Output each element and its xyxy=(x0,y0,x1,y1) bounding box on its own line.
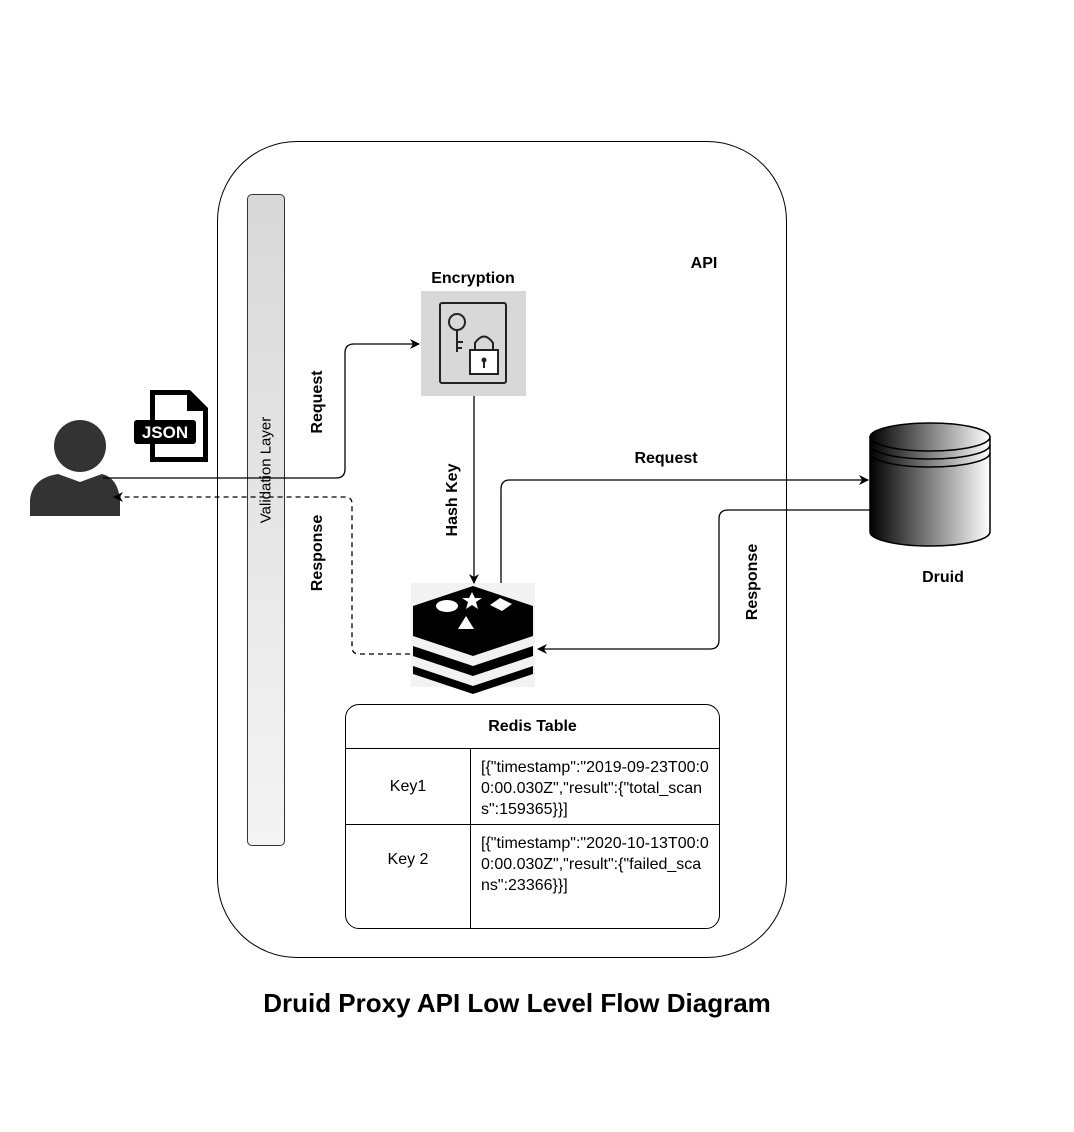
redis-table: Redis Table Key1 [{"timestamp":"2019-09-… xyxy=(345,704,720,929)
druid-response-edge xyxy=(537,509,870,654)
table-key-cell: Key 2 xyxy=(346,825,471,928)
validation-layer xyxy=(247,194,285,846)
druid-label: Druid xyxy=(922,569,964,586)
druid-response-label: Response xyxy=(744,544,761,621)
client-response-edge xyxy=(113,492,410,655)
client-request-edge xyxy=(103,339,420,479)
diagram-title: Druid Proxy API Low Level Flow Diagram xyxy=(263,988,771,1018)
client-response-label: Response xyxy=(309,515,326,592)
redis-icon xyxy=(411,583,535,694)
hash-key-label: Hash Key xyxy=(444,463,461,536)
user-icon xyxy=(30,420,120,516)
json-label: JSON xyxy=(142,423,188,442)
key-lock-icon xyxy=(421,291,526,396)
table-value-cell: [{"timestamp":"2020-10-13T00:00:00.030Z"… xyxy=(481,835,709,894)
table-row: Key 2 [{"timestamp":"2020-10-13T00:00:00… xyxy=(346,825,719,928)
table-value-cell: [{"timestamp":"2019-09-23T00:00:00.030Z"… xyxy=(481,759,709,818)
table-row: Key1 [{"timestamp":"2019-09-23T00:00:00.… xyxy=(346,749,719,825)
database-icon xyxy=(869,422,991,547)
table-key-cell: Key1 xyxy=(346,749,471,824)
json-file-icon: JSON xyxy=(134,390,208,462)
client-request-label: Request xyxy=(309,370,326,434)
encryption-label: Encryption xyxy=(431,270,515,287)
api-label: API xyxy=(691,255,718,272)
redis-table-title: Redis Table xyxy=(346,705,719,749)
druid-request-label: Request xyxy=(634,450,698,467)
druid-request-edge xyxy=(500,475,869,583)
api-container xyxy=(217,141,787,958)
